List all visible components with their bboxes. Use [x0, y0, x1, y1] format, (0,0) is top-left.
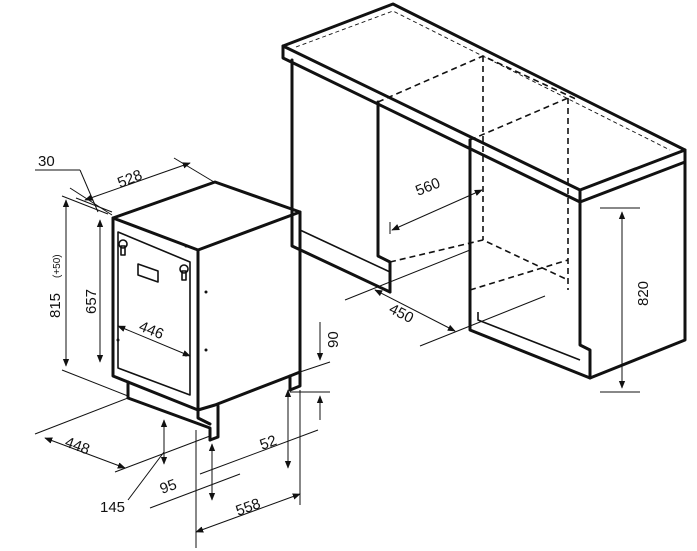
dim-558-label: 558: [234, 495, 263, 520]
screw-dot: [204, 348, 208, 352]
countertop-dashed-outline: [295, 10, 671, 151]
dim-820-label: 820: [635, 281, 652, 306]
screw-dot: [116, 338, 120, 342]
dim-145: 145: [100, 419, 168, 516]
dim-657-label: 657: [83, 289, 100, 314]
dim-528-label: 528: [115, 167, 145, 192]
countertop-front-edge: [281, 44, 582, 204]
plinth-front: [208, 404, 220, 442]
dim-450-label: 450: [386, 300, 416, 327]
dim-30: 30: [35, 153, 113, 213]
dim-448: 448: [34, 397, 211, 473]
dishwasher-top: [111, 180, 302, 252]
left-cabinet-outline: [290, 58, 392, 294]
control-display: [137, 263, 159, 283]
dim-90: 90: [290, 322, 342, 420]
dim-560: 560: [389, 175, 483, 234]
niche-top-right: [469, 97, 569, 141]
dim-52-label: 52: [258, 432, 279, 454]
plinth-left: [126, 380, 212, 442]
plinth-step: [196, 408, 212, 426]
screw-dot: [204, 290, 208, 294]
dishwasher-side-face: [196, 210, 302, 412]
dim-95: 95: [149, 443, 241, 509]
niche-top-back: [377, 55, 579, 103]
left-cabinet-side: [376, 100, 392, 294]
dim-815-tolerance: (+50): [52, 254, 63, 278]
dim-446: 446: [117, 318, 191, 357]
left-cabinet-plinth: [299, 229, 391, 273]
dim-560-label: 560: [413, 175, 443, 200]
right-cabinet-front: [578, 200, 592, 380]
dim-657: 657: [83, 219, 104, 363]
niche-floor: [389, 239, 569, 281]
countertop-top-face: [281, 2, 687, 192]
dim-820: 820: [600, 207, 652, 393]
door-panel: [117, 231, 191, 396]
dim-815-label: 815: [47, 293, 64, 318]
dishwasher: [111, 180, 302, 442]
screw-dot: [184, 244, 188, 248]
mounting-bracket-right: [179, 264, 189, 281]
niche-floor-right: [469, 259, 569, 291]
dim-446-label: 446: [137, 318, 167, 343]
dim-30-label: 30: [38, 153, 55, 170]
dim-52: 52: [199, 389, 319, 475]
kitchen-cabinet: [281, 2, 687, 380]
dim-815: 815 (+50): [47, 195, 129, 397]
rear-foot: [288, 370, 302, 392]
dim-448-label: 448: [63, 434, 92, 459]
mounting-bracket-left: [118, 239, 128, 256]
right-cabinet-plinth: [477, 312, 581, 361]
dim-145-label: 145: [100, 499, 125, 516]
countertop-side-edge: [578, 148, 687, 204]
dim-90-label: 90: [325, 331, 342, 348]
dim-95-label: 95: [158, 476, 179, 498]
dishwasher-front-face: [111, 216, 200, 412]
